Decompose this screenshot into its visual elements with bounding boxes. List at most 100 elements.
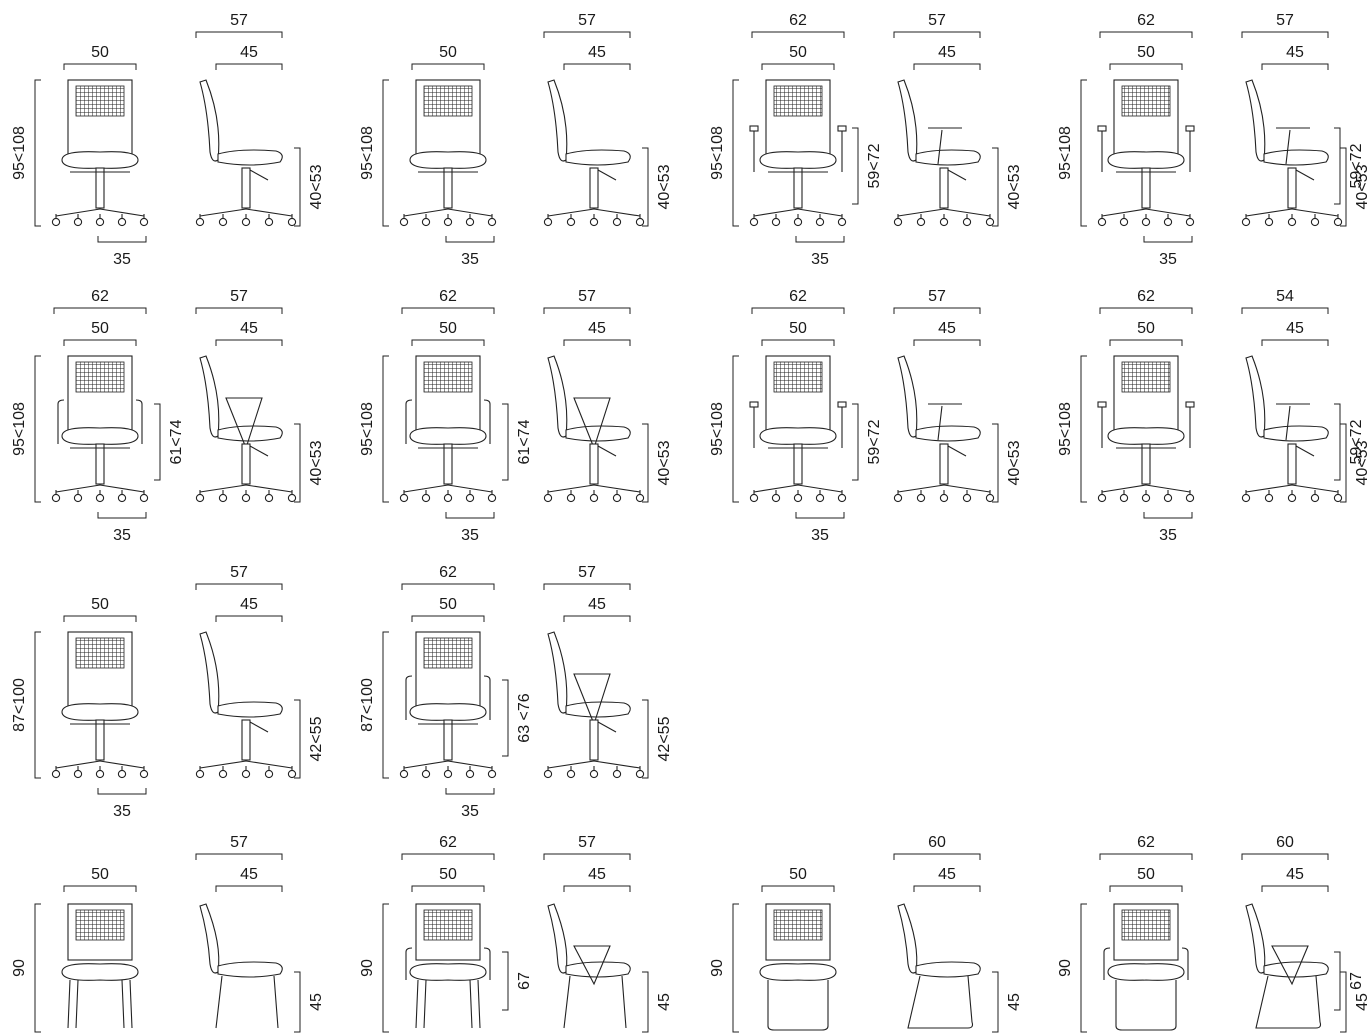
castor: [218, 217, 228, 227]
castor: [893, 217, 903, 227]
gas-column-side: [241, 167, 251, 209]
side-depth-seat-line: [215, 63, 283, 70]
front-arm-height-line: [502, 951, 509, 1011]
seat-height-range: 40<53: [308, 440, 325, 485]
seat-cushion: [61, 703, 139, 721]
seat-cushion: [409, 151, 487, 169]
castor: [1264, 217, 1274, 227]
height-range-line: [1080, 79, 1087, 227]
seat-height-range-line: [1340, 423, 1347, 503]
side-depth-seat: 45: [240, 866, 258, 883]
height-range-line: [732, 355, 739, 503]
gas-column: [1141, 443, 1151, 485]
gas-column: [793, 167, 803, 209]
mesh-panel: [75, 361, 125, 393]
castor: [421, 769, 431, 779]
seat-height-range: 42<55: [656, 716, 673, 761]
seat-cushion: [1107, 151, 1185, 169]
castor: [241, 217, 251, 227]
castor: [73, 493, 83, 503]
armrest-side: [573, 397, 611, 450]
castor: [465, 493, 475, 503]
front-arm-height-line: [154, 403, 161, 481]
base-size: 35: [113, 527, 131, 544]
castor: [1097, 217, 1107, 227]
front-width-seat: 50: [439, 596, 457, 613]
front-width-overall-line: [751, 307, 845, 314]
sled-frame-side: [907, 975, 974, 1029]
star-base: [403, 484, 493, 493]
front-width-seat-line: [761, 339, 835, 346]
seat-height-range: 45: [1354, 993, 1371, 1011]
castor: [1119, 493, 1129, 503]
backrest-side: [199, 631, 220, 714]
side-depth-overall-line: [893, 307, 981, 314]
front-arm-height: 59<72: [866, 143, 883, 188]
castor: [287, 493, 297, 503]
height-range-line: [34, 903, 41, 1033]
base-size-line: [795, 236, 845, 243]
base-size: 35: [113, 251, 131, 268]
castor: [1287, 493, 1297, 503]
sled-frame: [767, 980, 829, 1031]
castor: [95, 217, 105, 227]
height-range-line: [34, 79, 41, 227]
seat-cushion: [409, 703, 487, 721]
side-depth-seat-line: [913, 339, 981, 346]
castor: [815, 217, 825, 227]
base-size: 35: [811, 527, 829, 544]
castor: [443, 769, 453, 779]
front-width-overall: 62: [439, 288, 457, 305]
castor: [95, 493, 105, 503]
front-width-overall: 62: [1137, 834, 1155, 851]
side-depth-overall: 57: [230, 288, 248, 305]
side-depth-overall: 60: [1276, 834, 1294, 851]
height-range-line: [382, 355, 389, 503]
gas-column: [443, 167, 453, 209]
backrest-side: [547, 79, 568, 162]
side-depth-seat: 45: [240, 44, 258, 61]
castor: [962, 493, 972, 503]
front-width-seat-line: [411, 63, 485, 70]
castor: [1264, 493, 1274, 503]
castor: [51, 493, 61, 503]
castor: [939, 493, 949, 503]
seat-cushion: [759, 151, 837, 169]
castor: [117, 769, 127, 779]
seat-side: [565, 961, 631, 978]
mesh-panel: [423, 909, 473, 941]
seat-height-range: 40<53: [656, 440, 673, 485]
castor: [465, 217, 475, 227]
star-base: [403, 208, 493, 217]
castor: [1287, 217, 1297, 227]
adjust-lever: [1295, 445, 1315, 457]
star-base: [753, 208, 843, 217]
seat-side: [217, 701, 283, 718]
backrest-frame: [765, 903, 831, 961]
backrest-side: [547, 355, 568, 438]
legs: [67, 979, 133, 1029]
base-size: 35: [811, 251, 829, 268]
star-base: [1101, 208, 1191, 217]
armrest: [405, 399, 491, 444]
side-depth-seat: 45: [240, 320, 258, 337]
gas-column-side: [939, 443, 949, 485]
side-depth-seat-line: [215, 339, 283, 346]
castor: [589, 769, 599, 779]
castor: [487, 217, 497, 227]
height-range: 90: [359, 959, 376, 977]
front-width-seat-line: [411, 339, 485, 346]
castor: [793, 217, 803, 227]
backrest-side: [199, 903, 220, 974]
castor: [1310, 217, 1320, 227]
armrest: [1103, 947, 1189, 980]
side-arm-height-line: [1334, 403, 1341, 481]
castor: [95, 769, 105, 779]
armrest: [405, 675, 491, 720]
castor: [487, 493, 497, 503]
castor: [749, 493, 759, 503]
castor: [893, 493, 903, 503]
front-width-overall: 62: [439, 834, 457, 851]
